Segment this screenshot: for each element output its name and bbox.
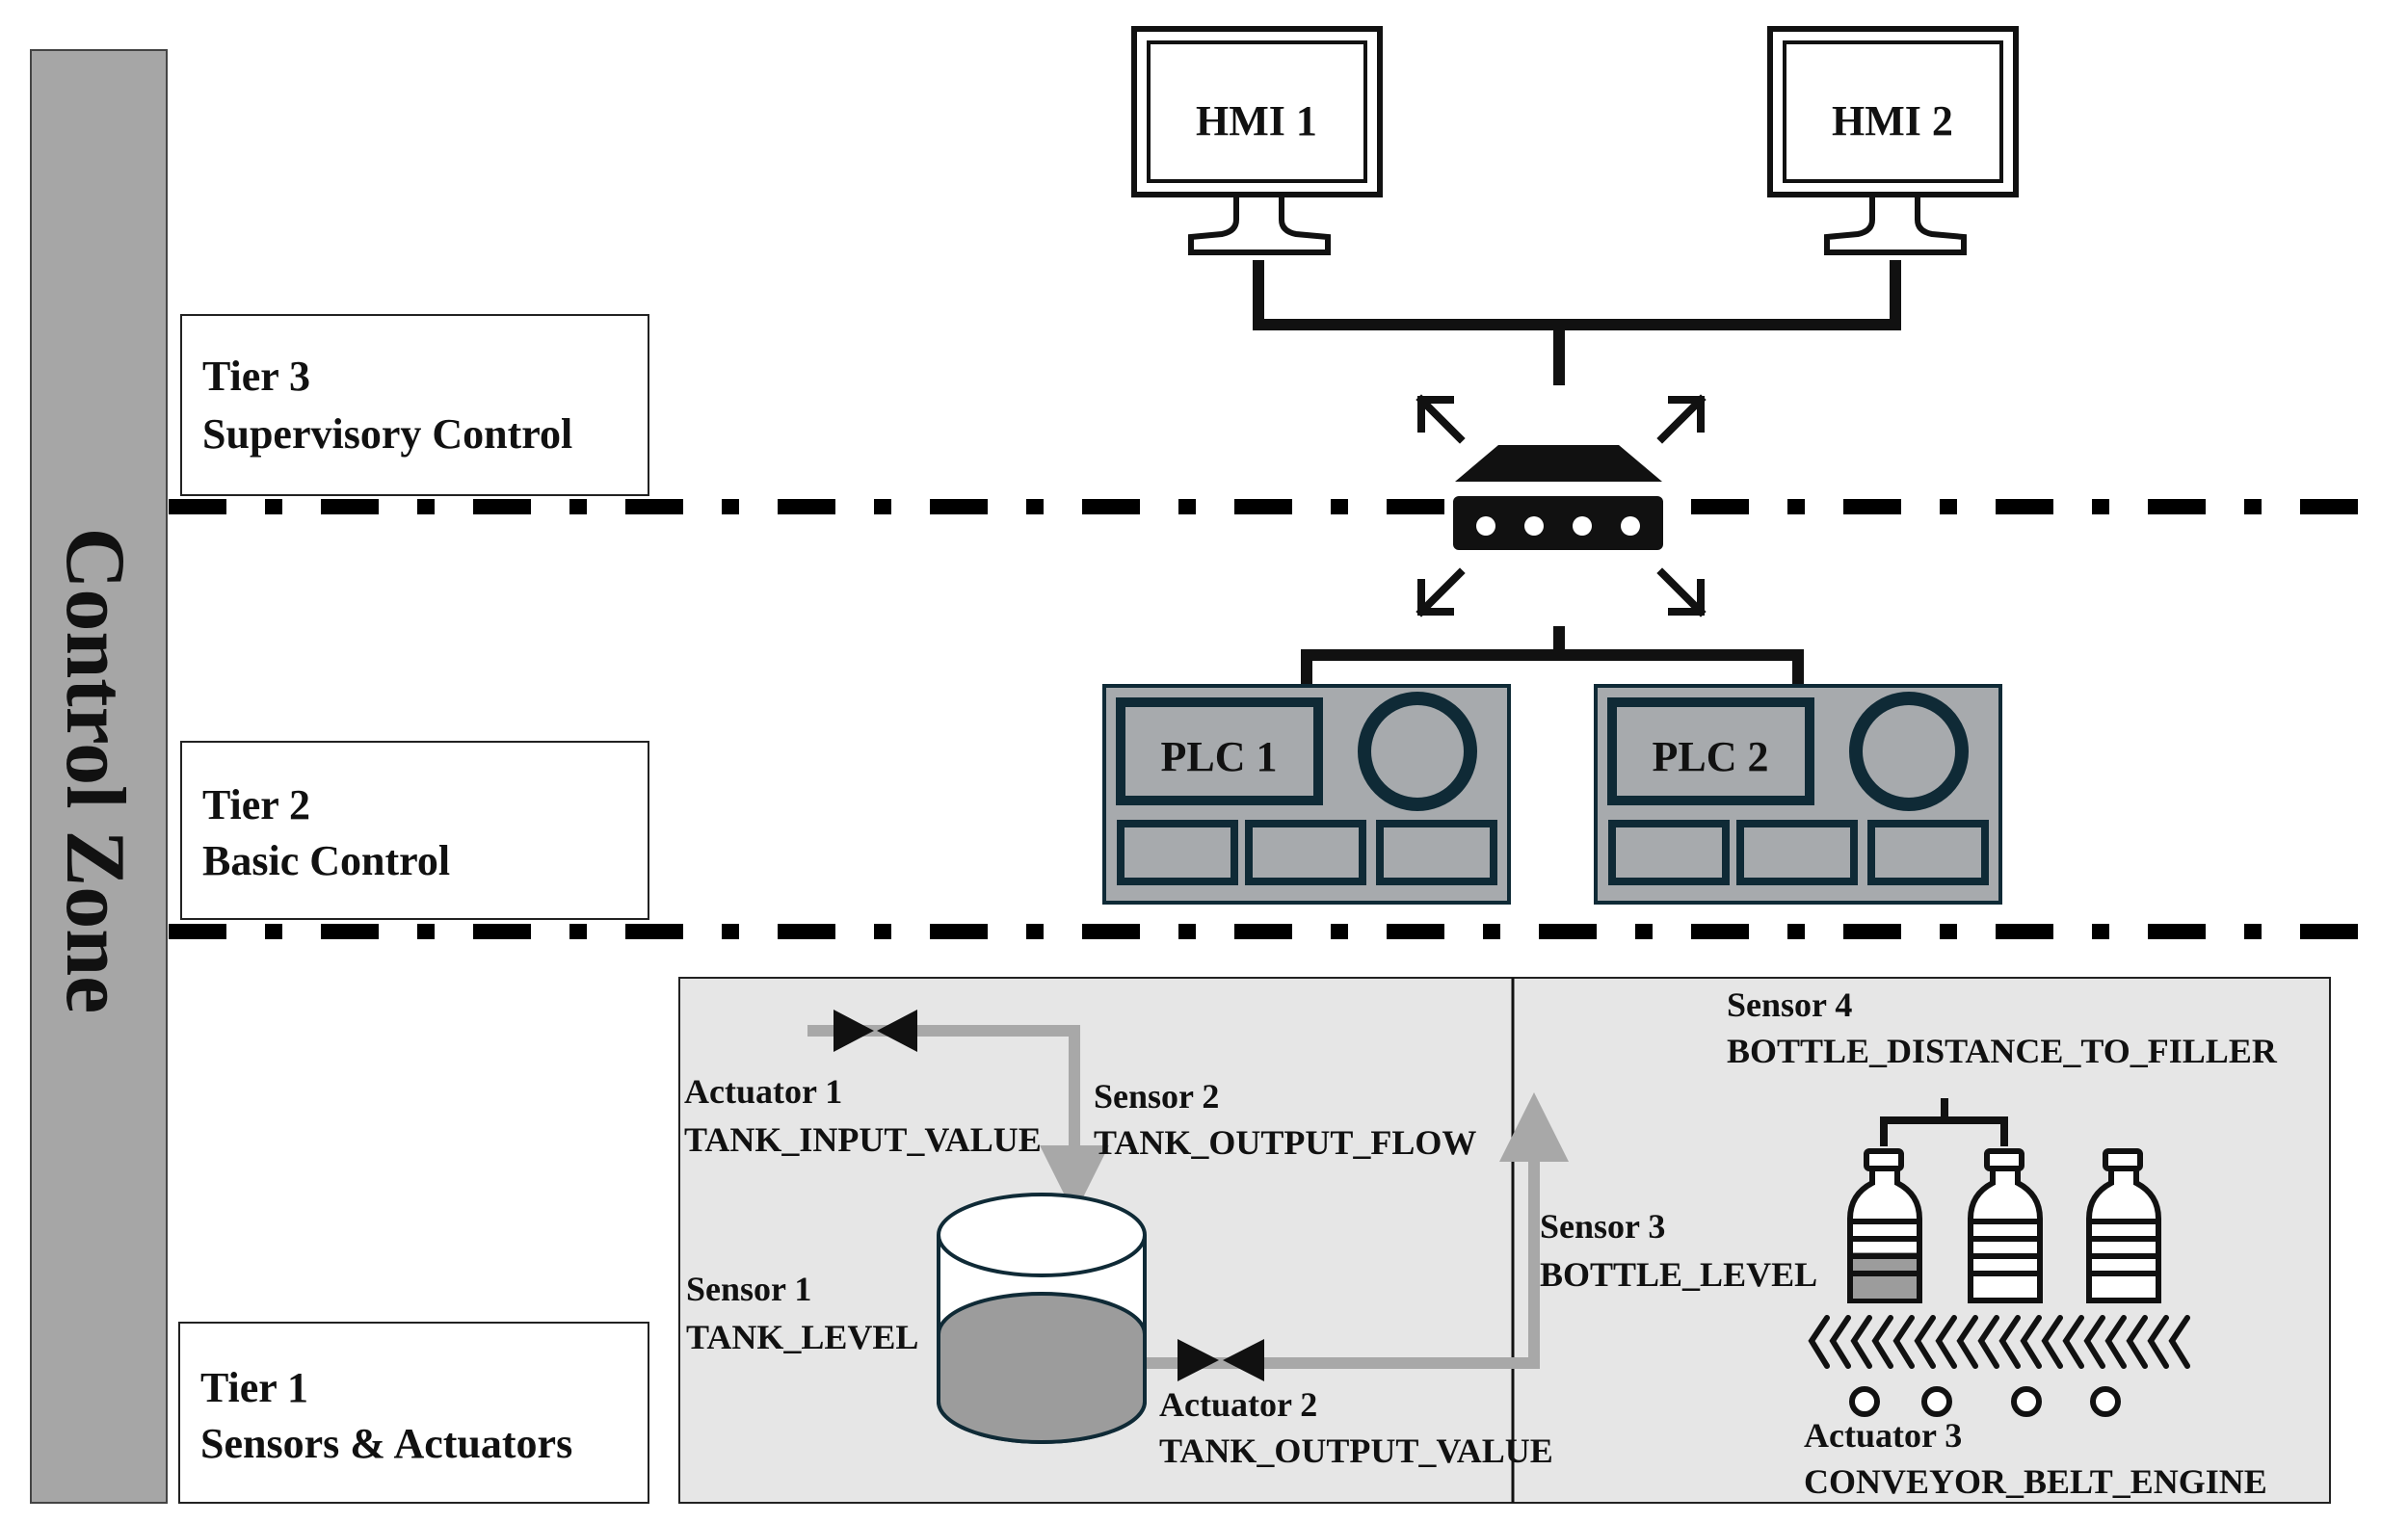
tier1-title: Tier 1	[200, 1364, 308, 1411]
sensor-2-tag: TANK_OUTPUT_FLOW	[1094, 1123, 1476, 1162]
actuator-3-tag: CONVEYOR_BELT_ENGINE	[1804, 1462, 2267, 1501]
plc-2: PLC 2	[1594, 684, 2002, 905]
conveyor-chevron	[2062, 1315, 2084, 1369]
bottle-2-icon	[1968, 1148, 2043, 1303]
tank-icon	[937, 1193, 1147, 1444]
valve-1-icon	[834, 1010, 917, 1052]
tier3-title: Tier 3	[202, 353, 310, 400]
sensor-3-label: Sensor 3 BOTTLE_LEVEL	[1540, 1207, 1817, 1294]
tier3-subtitle: Supervisory Control	[202, 410, 572, 458]
plc-2-label: PLC 2	[1653, 733, 1769, 780]
sensor-1-label: Sensor 1 TANK_LEVEL	[686, 1270, 918, 1356]
conveyor-chevron	[2041, 1315, 2063, 1369]
tier2-subtitle: Basic Control	[202, 837, 450, 884]
conveyor-chevron	[2168, 1315, 2190, 1369]
conveyor-chevron	[2126, 1315, 2148, 1369]
conveyor-chevron	[1977, 1315, 1999, 1369]
sensor-4-name: Sensor 4	[1727, 985, 1852, 1024]
conveyor-chevron	[1998, 1315, 2021, 1369]
control-zone-label: Control Zone	[48, 528, 142, 1013]
valve-2-icon	[1178, 1339, 1264, 1381]
conveyor-chevron	[2020, 1315, 2042, 1369]
conveyor-chevron	[1935, 1315, 1957, 1369]
conveyor-chevron	[1871, 1315, 1893, 1369]
hmi-2: HMI 2	[1767, 26, 2019, 255]
sensor-4-tag: BOTTLE_DISTANCE_TO_FILLER	[1727, 1032, 2278, 1070]
tier1-box: Tier 1 Sensors & Actuators	[178, 1322, 649, 1504]
tier3-box: Tier 3 Supervisory Control	[180, 314, 649, 496]
bottle-1-icon	[1847, 1148, 1922, 1303]
sensor-2-name: Sensor 2	[1094, 1077, 1219, 1116]
sensor-1-tag: TANK_LEVEL	[686, 1318, 918, 1356]
sensor-3-tag: BOTTLE_LEVEL	[1540, 1255, 1817, 1294]
actuator-3-label: Actuator 3 CONVEYOR_BELT_ENGINE	[1804, 1416, 2267, 1501]
conveyor-chevron	[1808, 1315, 1830, 1369]
conveyor-chevron	[2083, 1315, 2105, 1369]
bottle-3-icon	[2086, 1148, 2161, 1303]
sensor-1-name: Sensor 1	[686, 1270, 811, 1308]
plc-1: PLC 1	[1102, 684, 1511, 905]
conveyor-chevron	[1892, 1315, 1915, 1369]
network-switch-icon	[1416, 394, 1707, 617]
hmi-1-label: HMI 1	[1196, 97, 1317, 144]
actuator-3-name: Actuator 3	[1804, 1416, 1962, 1455]
filler-head-icon	[1880, 1098, 2008, 1146]
conveyor-chevron	[1829, 1315, 1851, 1369]
conveyor-chevron	[2147, 1315, 2169, 1369]
sensor-3-name: Sensor 3	[1540, 1207, 1665, 1246]
conveyor-chevron	[2104, 1315, 2127, 1369]
actuator-2-name: Actuator 2	[1159, 1385, 1317, 1424]
tier1-subtitle: Sensors & Actuators	[200, 1420, 572, 1467]
hmi-network-links	[1253, 260, 1901, 385]
hmi-1: HMI 1	[1131, 26, 1383, 255]
actuator-1-label: Actuator 1 TANK_INPUT_VALUE	[684, 1072, 1042, 1159]
tier2-box: Tier 2 Basic Control	[180, 741, 649, 920]
sensor-4-label: Sensor 4 BOTTLE_DISTANCE_TO_FILLER	[1727, 985, 2278, 1070]
actuator-1-tag: TANK_INPUT_VALUE	[684, 1120, 1042, 1159]
tier2-title: Tier 2	[202, 781, 310, 828]
plc-1-label: PLC 1	[1161, 733, 1278, 780]
conveyor-belt-icon	[1808, 1315, 2190, 1417]
conveyor-chevron	[1850, 1315, 1872, 1369]
conveyor-chevron	[1956, 1315, 1978, 1369]
plc-network-links	[1301, 626, 1804, 686]
actuator-1-name: Actuator 1	[684, 1072, 842, 1111]
actuator-2-tag: TANK_OUTPUT_VALUE	[1159, 1431, 1553, 1470]
control-zone-bar: Control Zone	[30, 49, 168, 1504]
sensor-2-label: Sensor 2 TANK_OUTPUT_FLOW	[1094, 1077, 1476, 1162]
hmi-2-label: HMI 2	[1832, 97, 1953, 144]
actuator-2-label: Actuator 2 TANK_OUTPUT_VALUE	[1159, 1385, 1553, 1470]
conveyor-chevron	[1914, 1315, 1936, 1369]
